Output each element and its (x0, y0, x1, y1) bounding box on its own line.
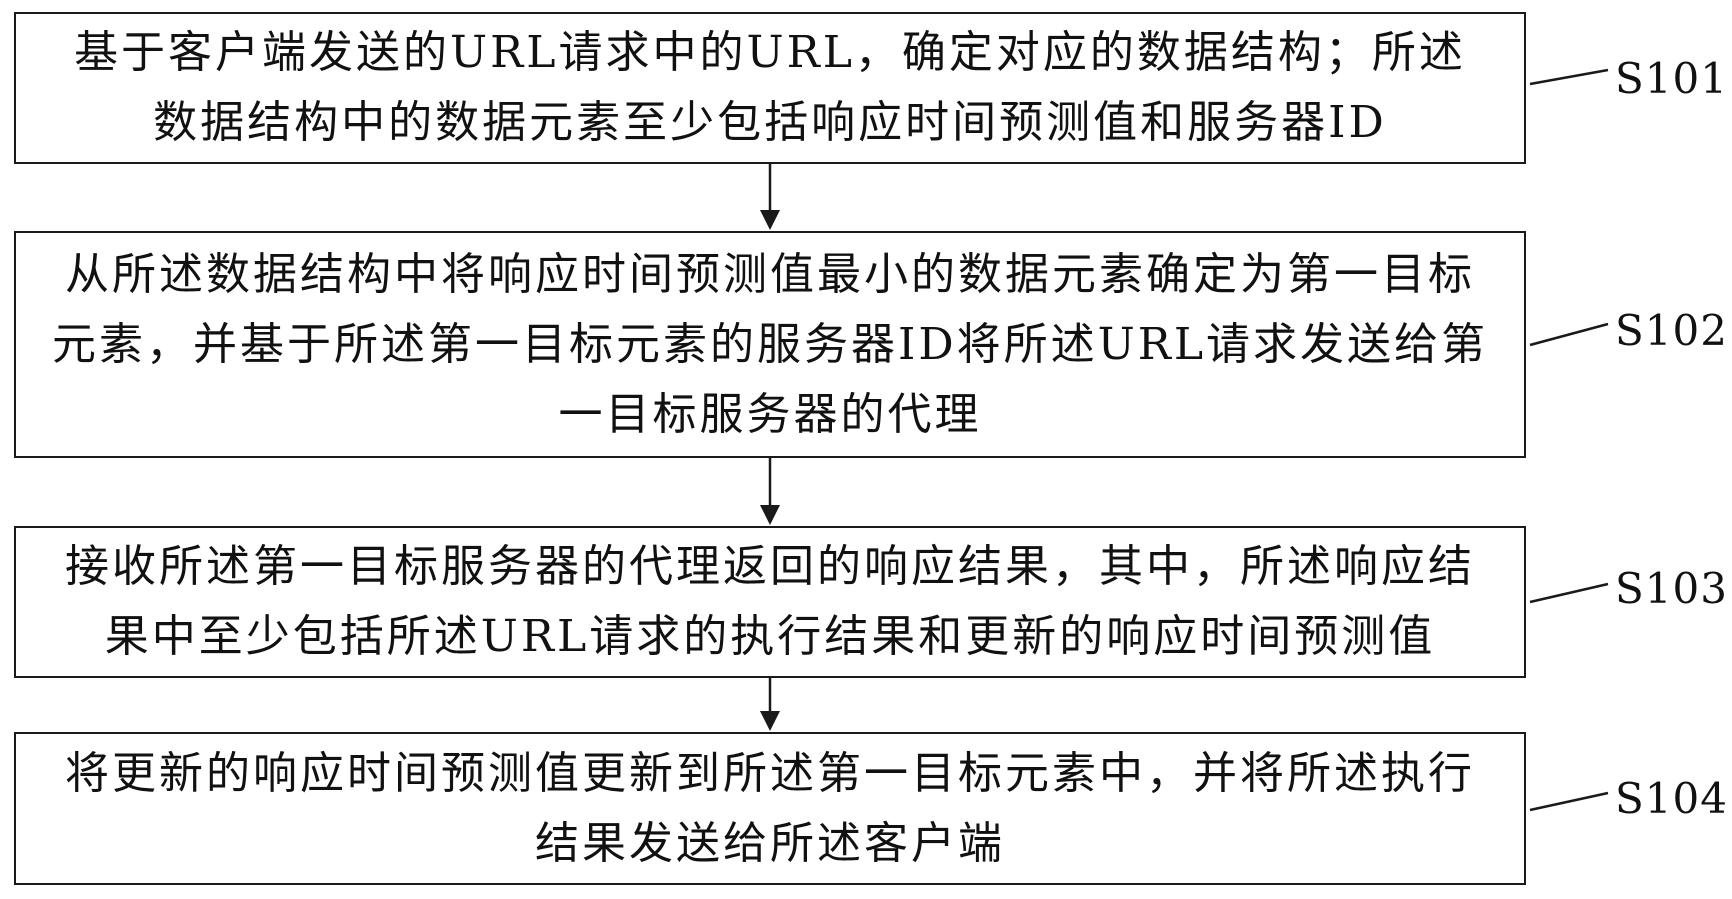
arrow-s102-to-s103 (760, 458, 780, 525)
leader-line-s101 (1529, 68, 1609, 86)
leader-line-s104 (1529, 791, 1609, 812)
arrow-s103-to-s104 (760, 678, 780, 731)
step-label-s104: S104 (1615, 774, 1728, 823)
leader-line-s103 (1529, 582, 1609, 604)
step-text-s103: 接收所述第一目标服务器的代理返回的响应结果，其中，所述响应结 果中至少包括所述U… (65, 541, 1475, 662)
arrow-s101-to-s102 (760, 164, 780, 230)
step-label-s101: S101 (1615, 54, 1728, 103)
step-text-s101: 基于客户端发送的URL请求中的URL，确定对应的数据结构；所述 数据结构中的数据… (74, 27, 1466, 148)
step-box-s102: 从所述数据结构中将响应时间预测值最小的数据元素确定为第一目标 元素，并基于所述第… (14, 231, 1526, 458)
step-box-s104: 将更新的响应时间预测值更新到所述第一目标元素中，并将所述执行 结果发送给所述客户… (14, 732, 1526, 885)
step-text-s104: 将更新的响应时间预测值更新到所述第一目标元素中，并将所述执行 结果发送给所述客户… (65, 747, 1475, 869)
step-box-s101: 基于客户端发送的URL请求中的URL，确定对应的数据结构；所述 数据结构中的数据… (14, 12, 1526, 164)
step-box-s103: 接收所述第一目标服务器的代理返回的响应结果，其中，所述响应结 果中至少包括所述U… (14, 526, 1526, 678)
step-text-s102: 从所述数据结构中将响应时间预测值最小的数据元素确定为第一目标 元素，并基于所述第… (51, 248, 1489, 440)
step-label-s102: S102 (1615, 306, 1728, 355)
leader-line-s102 (1529, 322, 1609, 347)
step-label-s103: S103 (1615, 564, 1728, 613)
